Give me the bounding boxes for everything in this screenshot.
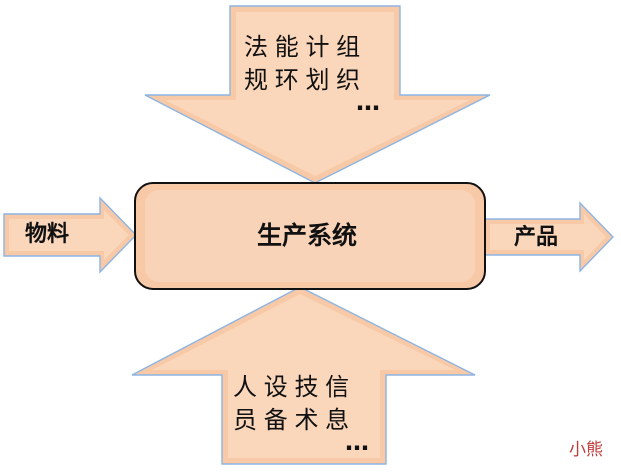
watermark-label: 小熊 xyxy=(569,440,603,460)
left-input-arrow xyxy=(3,196,137,274)
top-input-line-1: 法能计组 xyxy=(244,33,367,61)
right-output-label: 产品 xyxy=(514,225,559,250)
bottom-input-line-1: 人设技信 xyxy=(233,373,356,401)
bottom-input-line-2: 员备术息 xyxy=(233,406,356,434)
bottom-input-label: 人设技信 员备术息 … xyxy=(233,371,370,459)
bottom-input-arrow xyxy=(131,286,476,465)
left-input-label: 物料 xyxy=(25,222,70,247)
top-input-ellipsis: … xyxy=(356,88,381,116)
top-input-arrow xyxy=(144,5,491,184)
bottom-input-ellipsis: … xyxy=(345,428,370,456)
production-system-box xyxy=(134,182,486,290)
top-input-label: 法能计组 规环划织 … xyxy=(244,31,381,119)
top-input-line-2: 规环划织 xyxy=(244,66,367,94)
right-output-arrow xyxy=(484,201,614,273)
center-box-label: 生产系统 xyxy=(257,221,358,250)
